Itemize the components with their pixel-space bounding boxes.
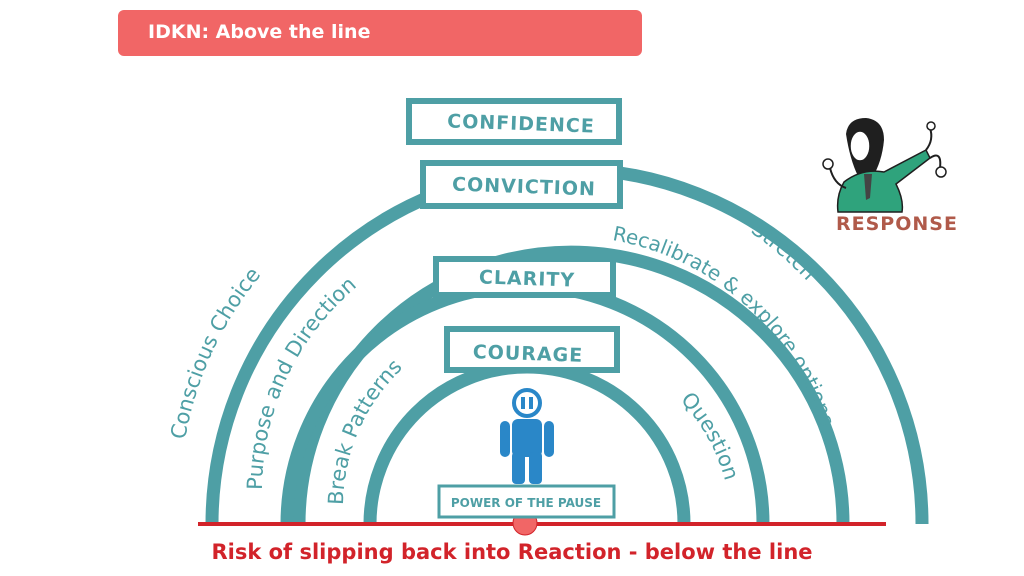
tag-conviction: CONVICTION (420, 160, 623, 209)
tag-conviction-label: CONVICTION (452, 173, 596, 200)
title-banner: IDKN: Above the line (118, 10, 642, 56)
power-of-the-pause-box: POWER OF THE PAUSE (437, 484, 616, 519)
tag-courage: COURAGE (444, 326, 620, 373)
below-the-line-caption: Risk of slipping back into Reaction - be… (211, 540, 813, 564)
pause-label: POWER OF THE PAUSE (451, 496, 601, 510)
tag-clarity: CLARITY (433, 256, 616, 298)
response-label: RESPONSE (836, 213, 958, 235)
stretching-woman-illustration (822, 118, 947, 213)
person-icon (500, 388, 554, 484)
tag-clarity-label: CLARITY (479, 266, 576, 291)
pause-icon (512, 388, 542, 418)
label-stretch: Stretch (747, 216, 821, 284)
tag-confidence-label: CONFIDENCE (447, 110, 595, 137)
tag-confidence: CONFIDENCE (406, 98, 622, 145)
tag-courage-label: COURAGE (472, 341, 583, 367)
page-title: IDKN: Above the line (148, 21, 371, 43)
